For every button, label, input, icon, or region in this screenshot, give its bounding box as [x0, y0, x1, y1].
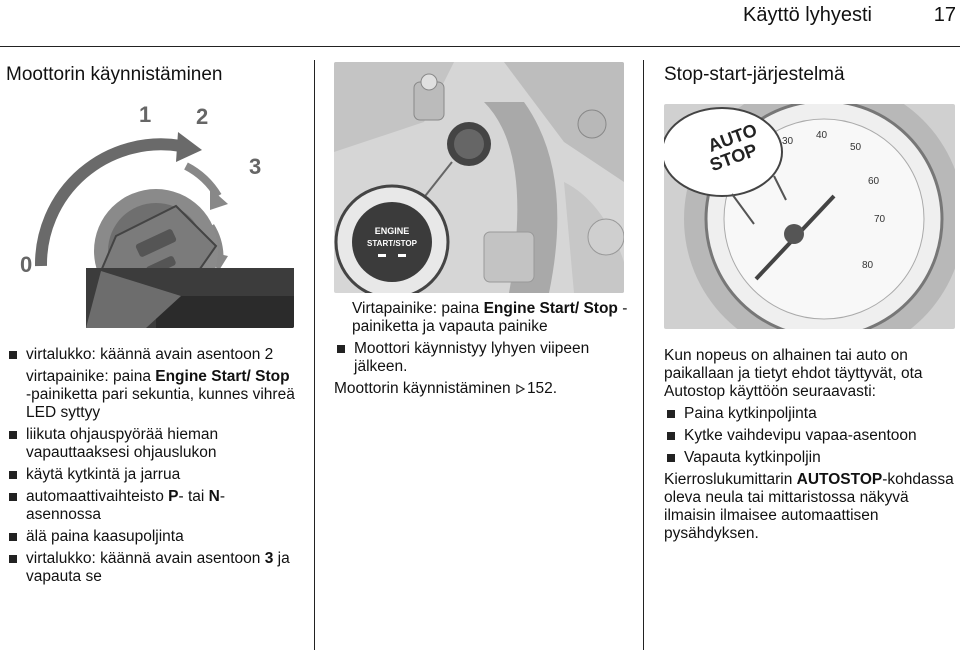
list-item: Kytke vaihdevipu vapaa-asentoon	[664, 427, 956, 445]
page-header: Käyttö lyhyesti 17	[0, 0, 960, 46]
list-item: älä paina kaasupoljinta	[6, 528, 296, 546]
header-title: Käyttö lyhyesti	[743, 4, 872, 26]
cross-reference: Moottorin käynnistäminen 152.	[334, 380, 558, 397]
paragraph: Virtapainike: paina Engine Start/ Stop -…	[352, 300, 628, 335]
list-item: käytä kytkintä ja jarrua	[6, 466, 296, 484]
left-column-text: virtalukko: käännä avain asentoon 2 virt…	[6, 346, 296, 590]
list-item: virtalukko: käännä avain asentoon 3 ja v…	[6, 550, 296, 586]
list-item: virtapainike: paina Engine Start/ Stop -…	[26, 368, 295, 421]
section-title-stop-start: Stop-start-järjestelmä	[664, 64, 845, 85]
tick-label: 70	[874, 214, 886, 225]
ignition-key-figure: 1 2 3 0	[6, 96, 294, 328]
column-divider	[314, 60, 315, 650]
paragraph: Kierroslukumittarin AUTOSTOP-kohdassa ol…	[664, 471, 954, 542]
page-number: 17	[933, 4, 956, 26]
position-label: 0	[20, 252, 32, 277]
position-label: 1	[139, 102, 151, 127]
engine-button-label: START/STOP	[367, 239, 418, 248]
reference-arrow-icon	[516, 384, 525, 394]
tick-label: 60	[868, 176, 880, 187]
header-rule	[0, 46, 960, 47]
tick-label: 40	[816, 130, 828, 141]
middle-column-text: Virtapainike: paina Engine Start/ Stop -…	[334, 300, 629, 402]
list-item: Vapauta kytkinpoljin	[664, 449, 956, 467]
right-column-text: Kun nopeus on alhainen tai auto on paika…	[664, 347, 956, 547]
list-item: liikuta ohjauspyörää hieman vapauttaakse…	[6, 426, 296, 462]
section-title-engine-start: Moottorin käynnistäminen	[6, 64, 223, 85]
paragraph: Kun nopeus on alhainen tai auto on paika…	[664, 347, 923, 400]
engine-button-label: ENGINE	[375, 226, 410, 236]
tick-label: 80	[862, 260, 874, 271]
tick-label: 30	[782, 136, 794, 147]
tachometer-illustration: 20 30 40 50 60 70 80 AUTO STOP	[664, 104, 955, 329]
tick-label: 50	[850, 142, 862, 153]
list-item: virtalukko: käännä avain asentoon 2	[6, 346, 296, 364]
list-item: Paina kytkinpoljinta	[664, 405, 956, 423]
tachometer-figure: 20 30 40 50 60 70 80 AUTO STOP	[664, 104, 955, 329]
start-stop-button-figure: ENGINE START/STOP	[334, 62, 624, 293]
column-divider	[643, 60, 644, 650]
list-item: automaattivaihteisto P- tai N- asennossa	[6, 488, 296, 524]
dashboard-illustration: ENGINE START/STOP	[334, 62, 624, 293]
ignition-key-illustration: 1 2 3 0	[6, 96, 294, 328]
list-item: Moottori käynnistyy lyhyen viipeen jälke…	[334, 340, 629, 376]
position-label: 2	[196, 104, 208, 129]
position-label: 3	[249, 154, 261, 179]
